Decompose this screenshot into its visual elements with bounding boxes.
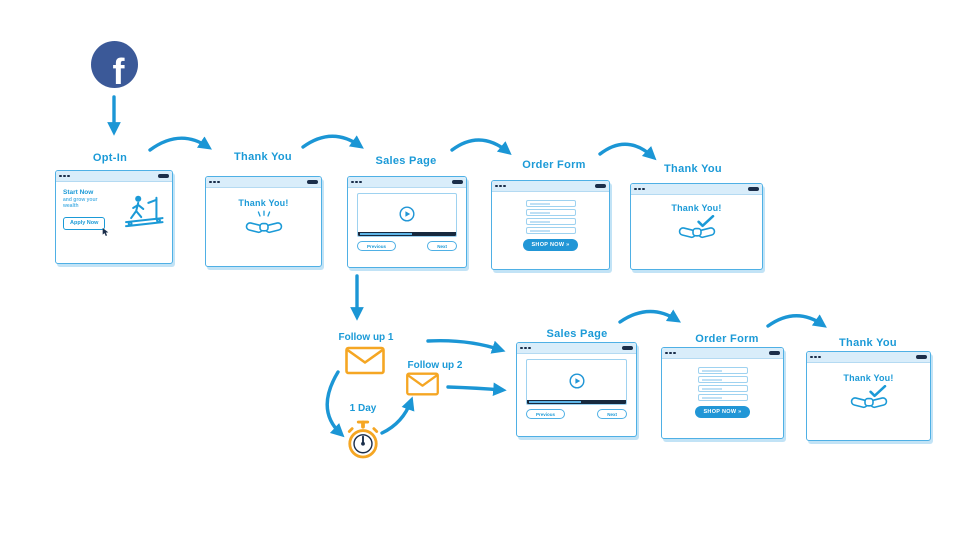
arrow-followup1-to-stopwatch	[325, 370, 345, 438]
shop-now-button[interactable]: SHOP NOW »	[523, 239, 578, 251]
window-dots-icon	[209, 180, 220, 184]
window-dots-icon	[810, 355, 821, 359]
arrow-stopwatch-to-followup2	[380, 396, 415, 435]
browser-titlebar	[206, 177, 321, 188]
cursor-icon	[103, 227, 109, 236]
arrow-sales2-to-order2	[618, 309, 682, 324]
form-field[interactable]	[697, 385, 748, 392]
browser-titlebar	[807, 352, 930, 363]
sales-top-title: Sales Page	[375, 155, 437, 167]
next-button[interactable]: Next	[427, 241, 457, 251]
optin-window[interactable]: Start Now and grow your wealth Apply Now	[55, 170, 173, 264]
next-button[interactable]: Next	[597, 409, 627, 419]
thankyou-top-title: Thank You	[234, 151, 292, 163]
sales-top-window[interactable]: Previous Next	[347, 176, 467, 268]
arrow-thankyou-to-sales	[301, 134, 364, 149]
menu-icon	[769, 350, 780, 356]
video-player[interactable]	[357, 193, 457, 237]
facebook-icon[interactable]: f	[91, 41, 138, 88]
arrow-followup1-to-sales2	[426, 339, 506, 354]
window-dots-icon	[351, 180, 362, 184]
form-field[interactable]	[697, 394, 748, 401]
arrow-sales-to-order	[450, 138, 512, 156]
window-dots-icon	[59, 174, 70, 178]
email-envelope-icon	[406, 372, 439, 396]
video-progress-bar[interactable]	[527, 400, 626, 404]
facebook-letter: f	[112, 51, 125, 88]
browser-titlebar	[517, 343, 636, 354]
browser-titlebar	[492, 181, 609, 192]
thank-you-message: Thank You!	[238, 198, 289, 208]
menu-icon	[307, 179, 318, 185]
delay-label: 1 Day	[349, 403, 377, 414]
menu-icon	[158, 173, 169, 179]
play-button-icon[interactable]	[399, 205, 415, 222]
browser-titlebar	[56, 171, 172, 182]
treadmill-runner-icon	[125, 195, 164, 228]
browser-titlebar	[348, 177, 466, 188]
thankyou-top2-title: Thank You	[664, 163, 722, 175]
thankyou-top-window[interactable]: Thank You!	[205, 176, 322, 267]
menu-icon	[622, 345, 633, 351]
form-field[interactable]	[525, 209, 576, 216]
previous-button[interactable]: Previous	[357, 241, 397, 251]
optin-subheadline: and grow your wealth	[63, 197, 98, 210]
form-field[interactable]	[525, 218, 576, 225]
video-player[interactable]	[526, 359, 627, 405]
thankyou-bottom-title: Thank You	[839, 337, 897, 349]
arrow-order-to-thankyou	[598, 142, 657, 161]
order-bottom-title: Order Form	[695, 333, 759, 345]
sales-bottom-title: Sales Page	[546, 328, 608, 340]
optin-title: Opt-In	[92, 152, 128, 164]
arrow-order2-to-thankyou2	[766, 314, 827, 328]
form-field[interactable]	[697, 376, 748, 383]
play-button-icon[interactable]	[568, 372, 585, 389]
thank-you-message: Thank You!	[671, 203, 722, 213]
browser-titlebar	[631, 184, 762, 195]
order-top-window[interactable]: SHOP NOW »	[491, 180, 610, 270]
menu-icon	[916, 354, 927, 360]
shop-now-button[interactable]: SHOP NOW »	[695, 406, 750, 418]
followup2-label: Follow up 2	[407, 360, 463, 371]
apply-now-button[interactable]: Apply Now	[63, 216, 109, 236]
handshake-icon	[245, 210, 282, 234]
thank-you-message: Thank You!	[843, 373, 894, 383]
handshake-check-icon	[678, 215, 715, 239]
previous-button[interactable]: Previous	[526, 409, 566, 419]
arrow-optin-to-thankyou	[148, 136, 212, 152]
browser-titlebar	[662, 348, 783, 359]
window-dots-icon	[495, 184, 506, 188]
email-envelope-icon	[345, 346, 385, 375]
window-dots-icon	[520, 346, 531, 350]
form-field[interactable]	[525, 200, 576, 207]
form-field[interactable]	[697, 367, 748, 374]
window-dots-icon	[634, 187, 645, 191]
arrow-followup2-to-sales2	[446, 382, 507, 397]
menu-icon	[595, 183, 606, 189]
menu-icon	[748, 186, 759, 192]
handshake-check-icon	[850, 385, 887, 409]
followup1-label: Follow up 1	[338, 332, 394, 343]
order-top-title: Order Form	[522, 159, 586, 171]
form-field[interactable]	[525, 227, 576, 234]
menu-icon	[452, 179, 463, 185]
thankyou-bottom-window[interactable]: Thank You!	[806, 351, 931, 441]
window-dots-icon	[665, 351, 676, 355]
sales-bottom-window[interactable]: Previous Next	[516, 342, 637, 437]
order-bottom-window[interactable]: SHOP NOW »	[661, 347, 784, 439]
optin-headline: Start Now	[63, 189, 94, 196]
stopwatch-icon	[347, 420, 379, 459]
thankyou-top2-window[interactable]: Thank You!	[630, 183, 763, 270]
video-progress-bar[interactable]	[358, 232, 456, 236]
apply-now-label: Apply Now	[70, 220, 99, 226]
